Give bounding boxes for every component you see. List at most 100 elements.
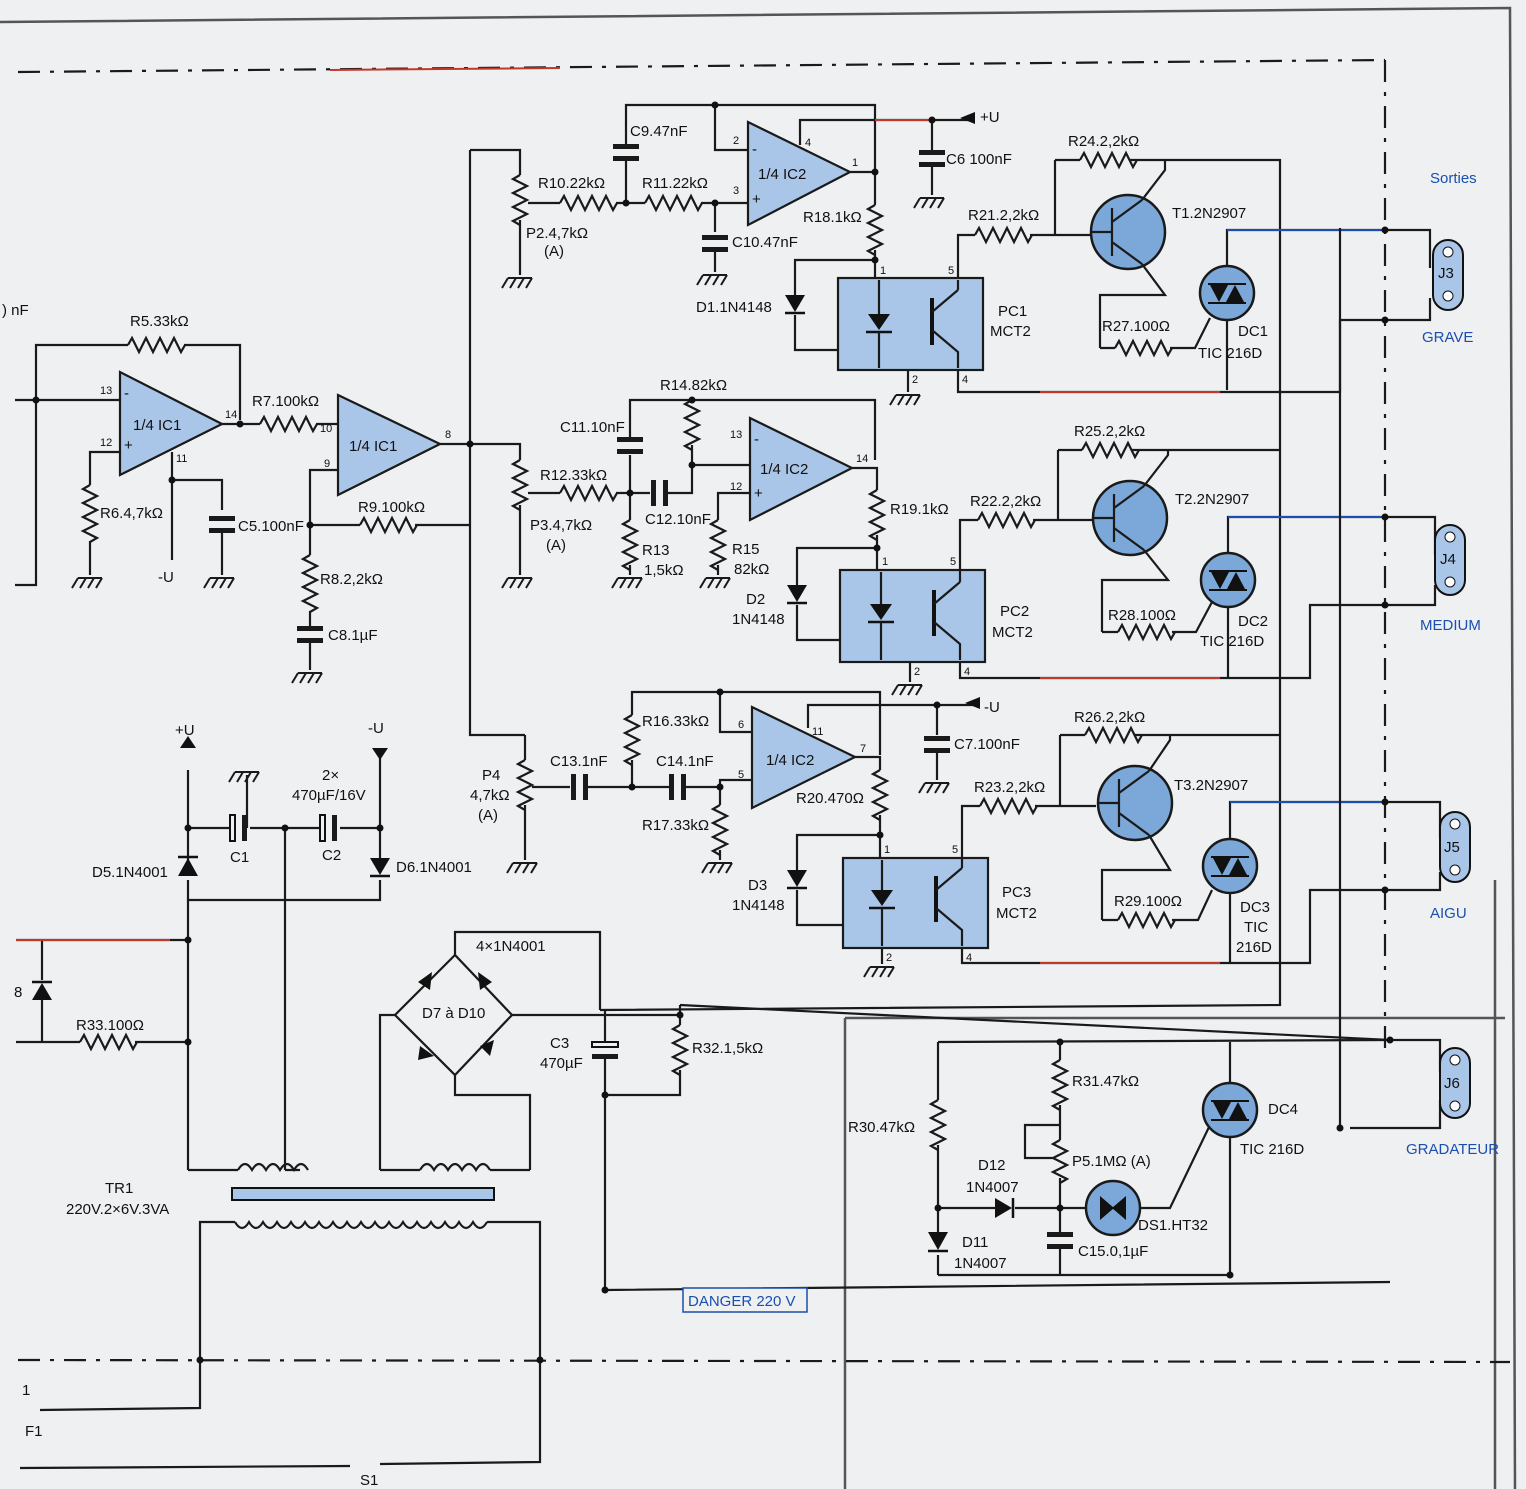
transistor-t2: [1091, 479, 1169, 557]
schematic-wire: [977, 510, 1036, 530]
pin-label: 12: [100, 437, 112, 449]
schematic-wire: [1381, 513, 1389, 521]
labels-pc3a-text: PC3: [1002, 884, 1031, 901]
pin-label: 7: [860, 743, 866, 755]
schematic-wire: [620, 519, 640, 571]
triac-dc3: [1201, 837, 1259, 895]
schematic-wire: [281, 824, 289, 832]
schematic-wire: [617, 437, 643, 442]
pin-label: 8: [445, 429, 451, 441]
c5-label: C5.100nF: [238, 518, 304, 535]
schematic-wire: [867, 489, 887, 541]
schematic-wire: [506, 862, 538, 874]
schematic-wire: [259, 414, 318, 434]
labels-d6-text: D6.1N4001: [396, 859, 472, 876]
schematic-wire: [622, 199, 630, 207]
pin-label: 11: [812, 726, 823, 738]
schematic-wire: [871, 168, 879, 176]
schematic-wire: [203, 577, 235, 589]
labels-c2val1-text: 2×: [322, 767, 339, 784]
labels-ic2c-text: 1/4 IC2: [766, 752, 814, 769]
pin-label: 10: [320, 423, 332, 435]
schematic-wire: [480, 1040, 494, 1056]
resistor-r28: [1117, 622, 1176, 642]
schematic-wire: [682, 399, 702, 451]
schematic-wire: [611, 577, 643, 589]
resistor-r20: [870, 769, 890, 821]
schematic-wire: [1381, 798, 1389, 806]
labels-r31-text: R31.47kΩ: [1072, 1073, 1139, 1090]
labels-d12b-text: 1N4007: [966, 1179, 1019, 1196]
pin-label: 2: [912, 374, 918, 386]
resistor-r12: [559, 483, 618, 503]
schematic-wire: [1213, 858, 1231, 875]
transistor-t1: [1089, 193, 1167, 271]
labels-c14-text: C14.1nF: [656, 753, 714, 770]
schematic-wire: [1102, 889, 1213, 922]
schematic-wire: [626, 489, 634, 497]
jack-j5: [1439, 811, 1471, 883]
labels-dc3a-text: DC3: [1240, 899, 1270, 916]
schematic-wire: [170, 452, 224, 560]
schematic-wire: [651, 480, 656, 506]
labels-tr1b-text: 220V.2×6V.3VA: [66, 1201, 169, 1218]
schematic-wire: [613, 156, 639, 161]
labels-r10-text: R10.22kΩ: [538, 175, 605, 192]
labels-p4b-text: 4,7kΩ: [470, 787, 510, 804]
labels-c2-text: C2: [322, 847, 341, 864]
schematic-wire: [370, 858, 390, 875]
schematic-wire: [617, 449, 643, 454]
schematic-wire: [601, 1091, 609, 1099]
schematic-wire: [184, 1038, 192, 1046]
labels-pu2-text: +U: [175, 722, 195, 739]
schematic-wire: [716, 688, 724, 696]
schematic-wire: [870, 769, 890, 821]
schematic-wire: [15, 400, 38, 587]
labels-c11-text: C11.10nF: [560, 419, 625, 436]
resistor-r13: [620, 519, 640, 571]
schematic-wire: [1112, 1196, 1126, 1220]
labels-pc2a-text: PC2: [1000, 603, 1029, 620]
labels-p2a-text: P2.4,7kΩ: [526, 225, 588, 242]
labels-c10-text: C10.47nF: [732, 234, 798, 251]
resistor-r19: [867, 489, 887, 541]
labels-r17-text: R17.33kΩ: [642, 817, 709, 834]
schematic-wire: [924, 748, 950, 753]
labels-bridge1-text: 4×1N4001: [476, 938, 546, 955]
schematic-wire: [518, 201, 560, 275]
jack-j3: [1432, 239, 1464, 311]
schematic-wire: [960, 804, 1096, 858]
labels-d1-text: D1.1N4148: [696, 299, 772, 316]
labels-r32-text: R32.1,5kΩ: [692, 1040, 763, 1057]
resistor-r21: [974, 225, 1033, 245]
labels-mu3-text: -U: [984, 699, 1000, 716]
labels-c1-text: C1: [230, 849, 249, 866]
schematic-wire: [32, 983, 52, 1000]
schematic-wire: [308, 442, 470, 525]
schematic-wire: [32, 396, 40, 404]
r6-label: R6.4,7kΩ: [100, 505, 163, 522]
schematic-wire: [468, 150, 525, 737]
schematic-wire: [470, 442, 522, 460]
schematic-wire: [710, 804, 730, 856]
resistor-r30: [928, 1099, 948, 1151]
schematic-wire: [17, 58, 1386, 74]
labels-j3-text: J3: [1438, 265, 1454, 282]
schematic-wire: [931, 280, 960, 368]
schematic-wire: [679, 1003, 1391, 1042]
labels-c15-text: C15.0,1µF: [1078, 1243, 1148, 1260]
labels-f1-text: F1: [25, 1423, 43, 1440]
schematic-wire: [1227, 572, 1245, 589]
schematic-wire: [234, 1219, 488, 1230]
pin-label: 1: [884, 844, 890, 856]
schematic-wire: [699, 577, 731, 589]
resistor-r27: [1114, 338, 1173, 358]
pin-label: -: [752, 141, 757, 158]
schematic-wire: [876, 831, 884, 839]
schematic-wire: [583, 774, 588, 800]
schematic-wire: [523, 735, 570, 860]
schematic-wire: [359, 515, 418, 535]
pin-label: 5: [738, 769, 744, 781]
schematic-wire: [918, 782, 950, 794]
labels-d8-text: 8: [14, 984, 22, 1001]
